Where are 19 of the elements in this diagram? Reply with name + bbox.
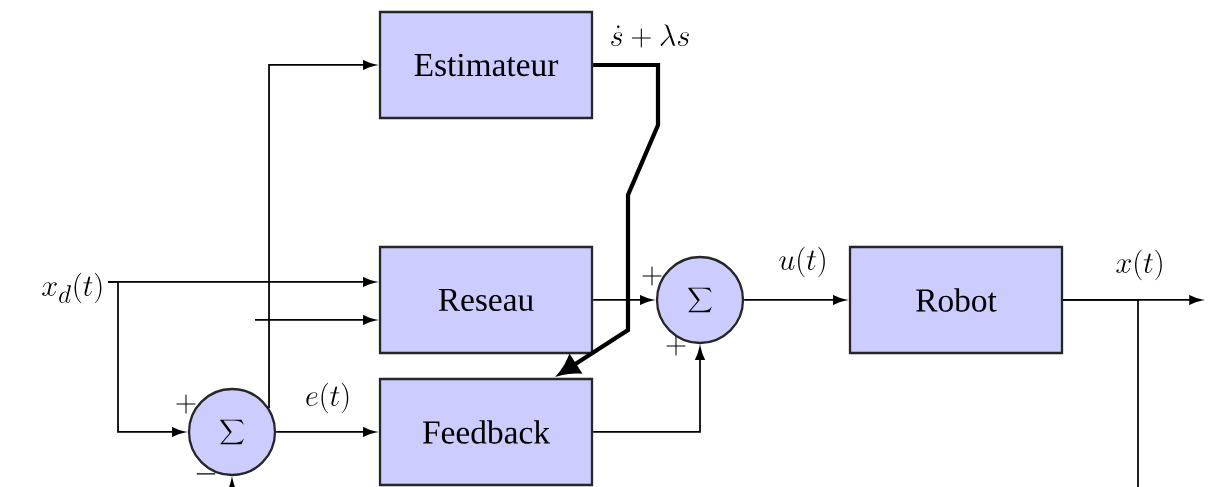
signal-label: $x_d(t)$ [42,272,102,304]
arrow [275,427,376,437]
arrow [268,60,376,409]
arrow [743,295,846,305]
arrow [558,62,661,376]
arrow [592,295,653,305]
process-box: Feedback [378,377,594,487]
sign-label: $-$ [196,473,216,475]
edge-label: $\dot{s} + \lambda s$ [607,22,693,50]
edge-label: $e(t)$ [303,381,353,415]
process-box: Estimateur [378,10,594,120]
process-box: Reseau [378,245,594,355]
arrow [227,479,237,487]
arrow [107,281,185,437]
edge-label: $u(t)$ [776,245,830,279]
edge-label: $x(t)$ [1113,248,1167,282]
arrow [254,315,376,325]
process-box: Robot [848,245,1064,355]
arrow [592,347,705,433]
